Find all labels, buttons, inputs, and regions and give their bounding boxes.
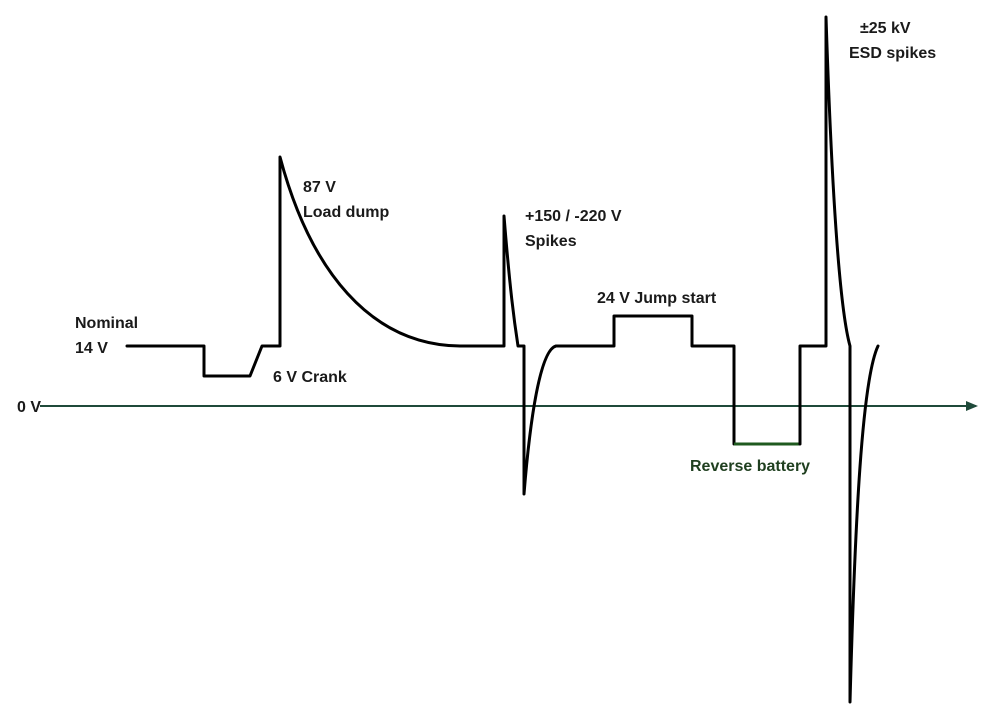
- label-zero-volt: 0 V: [17, 399, 41, 416]
- label-crank: 6 V Crank: [273, 369, 347, 386]
- label-spikes-voltage: +150 / -220 V: [525, 208, 622, 225]
- label-spikes: Spikes: [525, 233, 577, 250]
- waveform-segment-nominal-to-spikes: [125, 155, 736, 496]
- label-load-dump: Load dump: [303, 204, 389, 221]
- label-load-dump-voltage: 87 V: [303, 179, 336, 196]
- label-reverse-battery: Reverse battery: [690, 458, 810, 475]
- waveform-segment-esd: [798, 15, 880, 704]
- label-jump-start: 24 V Jump start: [597, 290, 717, 307]
- label-esd-spikes: ESD spikes: [849, 45, 936, 62]
- label-nominal-voltage: 14 V: [75, 340, 108, 357]
- label-nominal: Nominal: [75, 315, 138, 332]
- label-esd-voltage: ±25 kV: [860, 20, 911, 37]
